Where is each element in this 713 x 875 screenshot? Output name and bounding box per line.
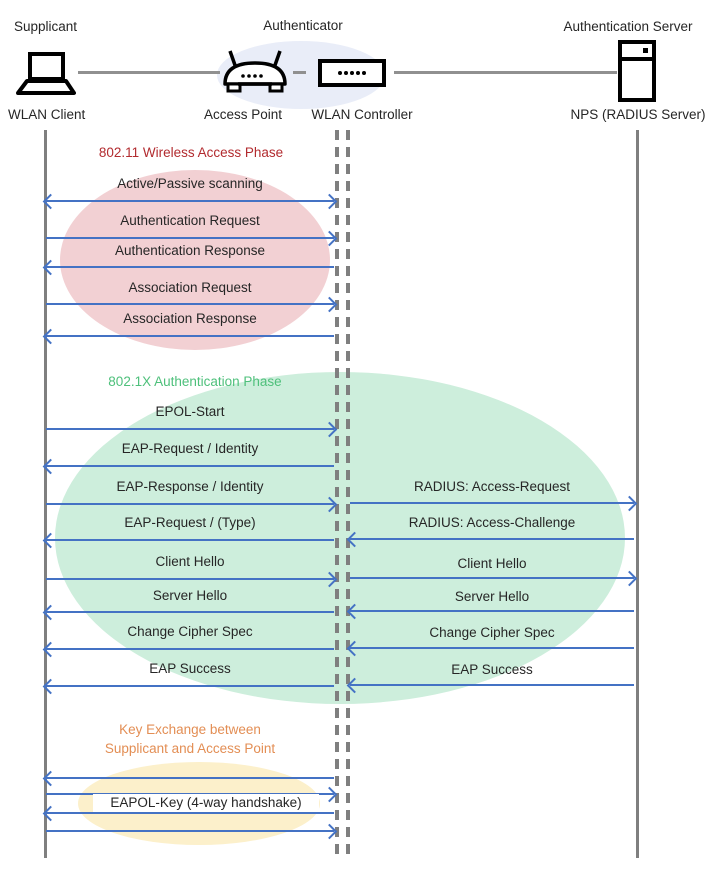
message-label: Server Hello: [152, 588, 228, 603]
message-label: EAP-Request / (Type): [124, 515, 256, 530]
message-label: RADIUS: Access-Challenge: [408, 515, 576, 530]
connector-client-ap: [78, 71, 220, 74]
message-label: Active/Passive scanning: [117, 176, 263, 191]
phase3-title-line1: Key Exchange between: [119, 722, 261, 737]
message-label-eapol-key: EAPOL-Key (4-way handshake): [93, 794, 319, 812]
label-nps-radius-server: NPS (RADIUS Server): [570, 107, 706, 122]
message-label: Authentication Response: [114, 243, 266, 258]
message-arrow-change-cipher-spec-left: [46, 648, 334, 650]
message-label: Change Cipher Spec: [127, 624, 253, 639]
message-label: Client Hello: [457, 556, 527, 571]
message-arrow-eap-success-left: [46, 685, 334, 687]
connector-wlc-server: [394, 71, 617, 74]
message-arrow-server-hello-right: [350, 610, 634, 612]
wlan-controller-icon: [318, 59, 386, 92]
message-arrow-radius-access-request: [350, 502, 634, 504]
message-arrow-eapol-key-4: [46, 830, 334, 832]
phase3-title: Key Exchange between Supplicant and Acce…: [46, 720, 334, 758]
message-label: Change Cipher Spec: [429, 625, 555, 640]
laptop-icon: [14, 52, 76, 103]
lifeline-authenticator-dashed-2: [346, 130, 350, 858]
message-label: Authentication Request: [120, 213, 260, 228]
role-authenticator: Authenticator: [263, 18, 343, 33]
label-wlan-client: WLAN Client: [8, 107, 86, 122]
message-arrow-epol-start: [46, 428, 334, 430]
label-access-point: Access Point: [203, 107, 283, 122]
access-point-icon: [220, 50, 290, 100]
message-arrow-association-response: [46, 335, 334, 337]
message-arrow-association-request: [46, 303, 334, 305]
message-arrow-eap-request-type: [46, 539, 334, 541]
message-label: EAP Success: [149, 661, 231, 676]
message-arrow-authentication-request: [46, 237, 334, 239]
role-supplicant: Supplicant: [14, 19, 78, 34]
message-label: EAP Success: [451, 662, 533, 677]
message-arrow-eap-request-identity: [46, 465, 334, 467]
message-arrow-client-hello-left: [46, 578, 334, 580]
message-arrow-radius-access-challenge: [350, 538, 634, 540]
connector-ap-wlc-dash: [293, 71, 306, 74]
message-arrow-eapol-key-3: [46, 812, 334, 814]
message-label: Server Hello: [454, 589, 530, 604]
phase2-title: 802.1X Authentication Phase: [108, 374, 282, 389]
message-arrow-server-hello-left: [46, 611, 334, 613]
message-arrow-eapol-key-1: [46, 777, 334, 779]
label-wlan-controller: WLAN Controller: [311, 107, 413, 122]
message-arrow-scanning: [46, 200, 334, 202]
message-label: EPOL-Start: [155, 404, 225, 419]
message-label: Association Response: [123, 311, 257, 326]
server-icon: [617, 40, 657, 107]
message-arrow-authentication-response: [46, 266, 334, 268]
message-label: EAP-Request / Identity: [121, 441, 259, 456]
message-label: Association Request: [128, 280, 252, 295]
message-arrow-eap-response-identity: [46, 503, 334, 505]
lifeline-wlan-client: [44, 130, 47, 858]
lifeline-authenticator-dashed-1: [335, 130, 339, 858]
message-label: Client Hello: [155, 554, 225, 569]
phase1-title: 802.11 Wireless Access Phase: [98, 145, 284, 160]
phase3-title-line2: Supplicant and Access Point: [104, 741, 276, 756]
role-authentication-server: Authentication Server: [563, 19, 693, 34]
message-arrow-client-hello-right: [350, 577, 634, 579]
lifeline-radius-server: [636, 130, 639, 858]
message-arrow-change-cipher-spec-right: [350, 647, 634, 649]
message-arrow-eap-success-right: [350, 684, 634, 686]
message-label: EAP-Response / Identity: [116, 479, 264, 494]
message-label: RADIUS: Access-Request: [413, 479, 571, 494]
